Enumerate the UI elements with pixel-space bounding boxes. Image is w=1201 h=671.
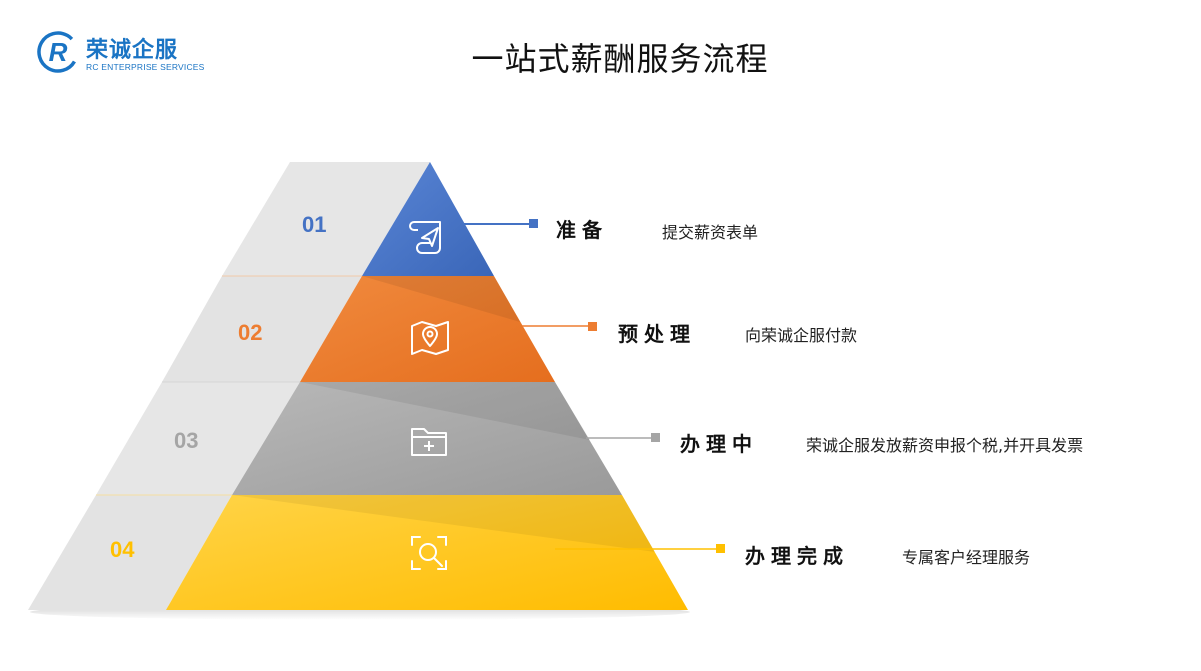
front-face-2 <box>300 276 555 382</box>
connector-marker-3 <box>651 433 660 442</box>
stage-2-label: 预处理 <box>618 322 696 346</box>
stage-4-label: 办理完成 <box>745 544 849 568</box>
page-title: 一站式薪酬服务流程 <box>471 40 769 78</box>
stage-1-label: 准备 <box>556 218 608 242</box>
stage-2-number: 02 <box>238 320 263 345</box>
connector-marker-1 <box>529 219 538 228</box>
logo-mark-icon: R <box>37 31 79 73</box>
front-face-3 <box>232 382 622 495</box>
connectors <box>462 219 725 553</box>
connector-marker-2 <box>588 322 597 331</box>
stage-3-label: 办理中 <box>680 432 758 456</box>
pyramid-side-faces <box>28 162 430 610</box>
front-face-1 <box>362 162 494 276</box>
logo-subtitle: RC ENTERPRISE SERVICES <box>86 62 205 72</box>
svg-text:R: R <box>49 37 68 67</box>
stage-4-description: 专属客户经理服务 <box>902 548 1031 567</box>
side-face-2 <box>162 276 362 382</box>
front-face-2-shade <box>362 276 520 322</box>
map-pin-icon <box>411 321 449 355</box>
brand-logo: R 荣诚企服 RC ENTERPRISE SERVICES <box>36 26 206 78</box>
stage-3-description: 荣诚企服发放薪资申报个税,并开具发票 <box>806 436 1084 455</box>
scan-search-icon <box>411 536 447 570</box>
stage-1-description: 提交薪资表单 <box>662 223 759 242</box>
stage-2-description: 向荣诚企服付款 <box>745 326 858 345</box>
logo-name: 荣诚企服 <box>86 38 179 63</box>
folder-add-icon <box>411 428 447 456</box>
scroll-paper-plane-icon <box>409 221 441 254</box>
side-face-1 <box>222 162 430 276</box>
stage-4-number: 04 <box>110 537 135 562</box>
stage-1-number: 01 <box>302 212 327 237</box>
front-face-4-shade <box>232 495 655 552</box>
front-face-3-shade <box>300 382 590 440</box>
pyramid-front-faces <box>166 162 688 610</box>
side-face-4 <box>28 495 232 610</box>
front-face-4 <box>166 495 688 610</box>
stage-3-number: 03 <box>174 428 199 453</box>
connector-marker-4 <box>716 544 725 553</box>
